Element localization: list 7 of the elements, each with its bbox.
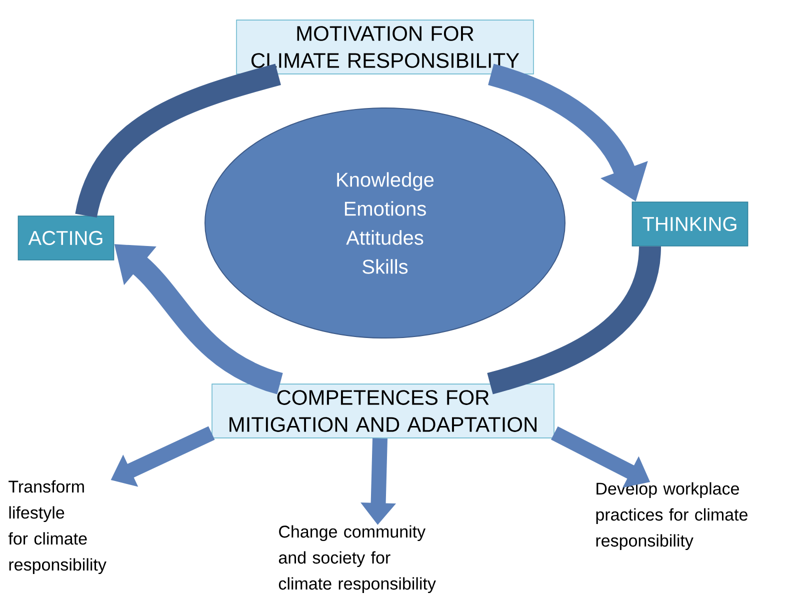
outcome-text: Transform lifestyle for climate responsibility bbox=[8, 480, 106, 574]
outcome-text: Develop workplace practices for climate responsibility bbox=[596, 482, 748, 550]
outcome-text: Change community and society for climate responsibility bbox=[278, 525, 436, 594]
heading-box: COMPETENCES FOR MITIGATION AND ADAPTATION bbox=[212, 384, 554, 438]
label-box: ACTING bbox=[18, 216, 114, 260]
label-box: THINKING bbox=[632, 202, 748, 246]
heading-box: MOTIVATION FOR CLIMATE RESPONSIBILITY bbox=[236, 20, 534, 74]
